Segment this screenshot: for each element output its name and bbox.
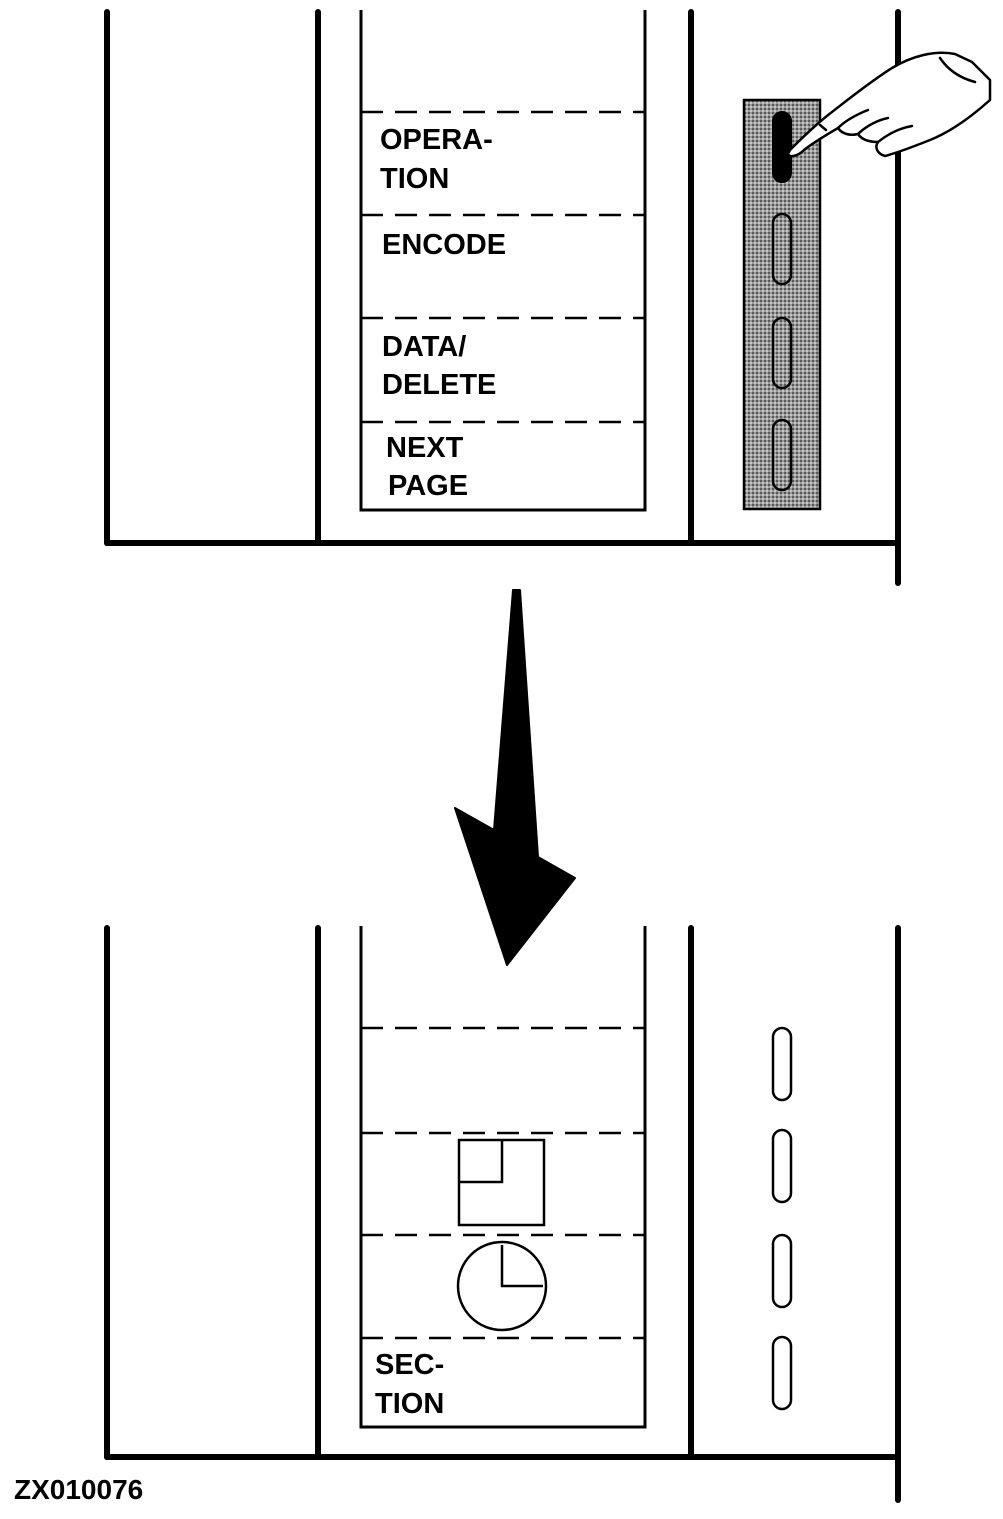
softkey-1[interactable] xyxy=(771,1026,793,1102)
softkey-label-encode: ENCODE xyxy=(382,229,506,261)
bottom-display-screen xyxy=(359,926,647,1429)
softkey-label-section: SEC- TION xyxy=(375,1349,452,1420)
softkey-label-next-page: NEXT PAGE xyxy=(386,432,471,502)
softkey-2[interactable] xyxy=(771,212,793,286)
softkey-3[interactable] xyxy=(771,1233,793,1309)
top-softkey-strip xyxy=(742,98,822,511)
top-panel: OPERA- TION ENCODE DATA/ DELETE NEXT PAG… xyxy=(104,9,992,586)
softkey-1-pressed[interactable] xyxy=(772,111,792,183)
pressing-hand-icon xyxy=(786,51,992,158)
softkey-3[interactable] xyxy=(771,316,793,390)
softkey-4[interactable] xyxy=(771,418,793,492)
clock-icon xyxy=(456,1240,548,1332)
softkey-label-operation: OPERA- TION xyxy=(380,124,501,195)
bottom-panel-frame xyxy=(104,925,901,1503)
top-display-screen xyxy=(359,10,647,512)
transition-arrow xyxy=(454,589,576,966)
bottom-panel: SEC- TION xyxy=(104,925,901,1503)
softkey-label-data-delete: DATA/ DELETE xyxy=(382,331,496,401)
bottom-softkey-strip xyxy=(771,1026,793,1411)
softkey-4[interactable] xyxy=(771,1335,793,1411)
figure-code: ZX010076 xyxy=(14,1474,143,1505)
window-icon xyxy=(457,1138,546,1227)
softkey-2[interactable] xyxy=(771,1128,793,1204)
